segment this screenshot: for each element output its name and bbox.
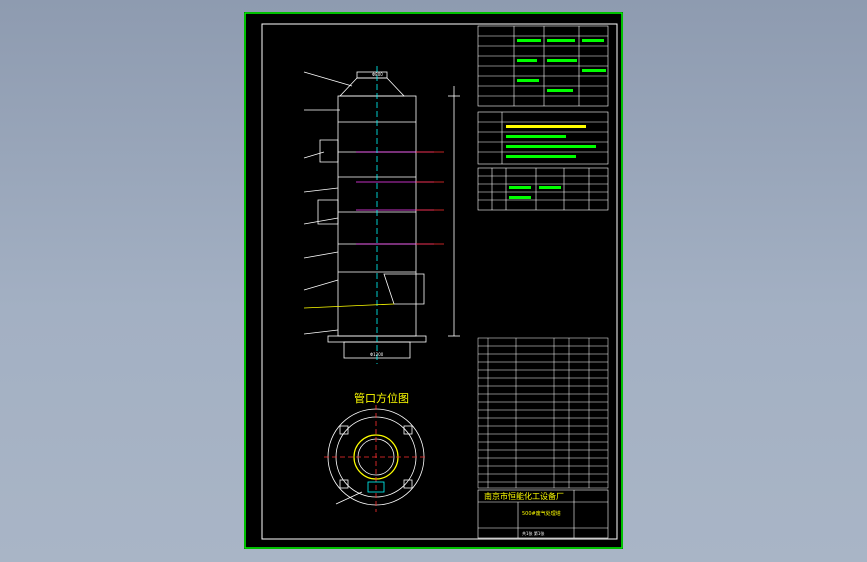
inlet-nozzle-1 (319, 139, 339, 163)
parts-list (477, 337, 609, 489)
inner-border (261, 23, 618, 540)
top-dim-label: Φ800 (372, 72, 383, 77)
tower-drawing: Φ800 Φ1200 管口方位图 (244, 12, 623, 549)
drawing-name: 500#废气处理塔 (522, 510, 561, 517)
table-text-marks (506, 39, 606, 199)
company-name: 南京市恒能化工设备厂 (484, 491, 564, 501)
technical-table-mid (477, 111, 609, 165)
bottom-dim-label: Φ1200 (370, 352, 384, 357)
top-cone (339, 77, 405, 97)
orientation-view-title: 管口方位图 (354, 391, 409, 405)
orientation-view (324, 405, 428, 512)
technical-table-top (477, 25, 609, 107)
inlet-nozzle-2 (317, 199, 339, 225)
outer-frame (244, 12, 623, 549)
tower-elevation (303, 66, 460, 364)
nozzle-table (477, 167, 609, 211)
title-block (477, 489, 609, 539)
sheet-number: 共1张 第1张 (522, 530, 544, 536)
gas-inlet-duct (383, 273, 425, 305)
drawing-sheet: Φ800 Φ1200 管口方位图 (244, 12, 623, 549)
